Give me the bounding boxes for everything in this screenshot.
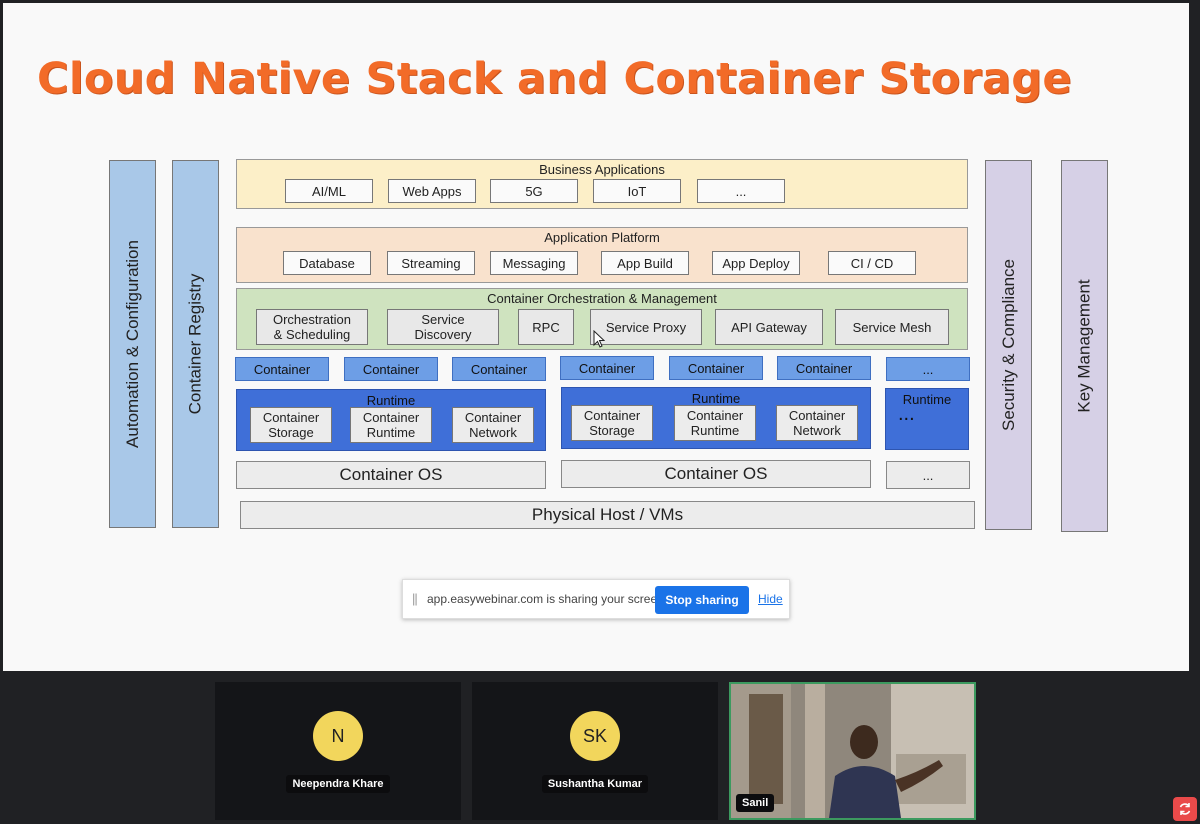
runtime-title: Runtime [902, 392, 952, 407]
platform-item: App Build [601, 251, 689, 275]
physical-host-box: Physical Host / VMs [240, 501, 975, 529]
application-platform-title: Application Platform [544, 230, 660, 245]
container-network-box: Container Network [776, 405, 858, 441]
column-registry-label: Container Registry [185, 273, 205, 415]
avatar: N [313, 711, 363, 761]
platform-item: Database [283, 251, 371, 275]
column-security-label: Security & Compliance [998, 259, 1018, 431]
platform-item: CI / CD [828, 251, 916, 275]
participant-tile[interactable]: N Neependra Khare [215, 682, 461, 820]
container-storage-box: Container Storage [571, 405, 653, 441]
orchestration-item: Service Discovery [387, 309, 499, 345]
container-storage-box: Container Storage [250, 407, 332, 443]
business-item: AI/ML [285, 179, 373, 203]
business-applications-title: Business Applications [539, 162, 665, 177]
container-box-more: ... [886, 357, 970, 381]
drag-handle-icon[interactable]: || [412, 591, 418, 606]
container-box: Container [777, 356, 871, 380]
share-message: app.easywebinar.com is sharing your scre… [427, 592, 668, 606]
platform-item: Messaging [490, 251, 578, 275]
hide-link[interactable]: Hide [758, 592, 783, 606]
container-box: Container [669, 356, 763, 380]
column-automation: Automation & Configuration [109, 160, 156, 528]
participant-tile[interactable]: SK Sushantha Kumar [472, 682, 718, 820]
orchestration-item: RPC [518, 309, 574, 345]
platform-item: Streaming [387, 251, 475, 275]
avatar: SK [570, 711, 620, 761]
refresh-icon [1179, 803, 1191, 815]
column-keys-label: Key Management [1074, 279, 1094, 413]
participant-name: Neependra Khare [286, 775, 390, 793]
shared-screen-slide: Cloud Native Stack and Container Storage… [3, 3, 1189, 671]
container-box: Container [560, 356, 654, 380]
column-registry: Container Registry [172, 160, 219, 528]
participant-video-tile[interactable]: Sanil [729, 682, 976, 820]
runtime-block-more: Runtime ... [885, 388, 969, 450]
business-item: Web Apps [388, 179, 476, 203]
screen-share-bar: || app.easywebinar.com is sharing your s… [402, 579, 790, 619]
business-item: ... [697, 179, 785, 203]
container-runtime-box: Container Runtime [674, 405, 756, 441]
container-runtime-box: Container Runtime [350, 407, 432, 443]
orchestration-item: Service Mesh [835, 309, 949, 345]
container-box: Container [452, 357, 546, 381]
runtime-title: Runtime [366, 393, 416, 408]
participant-name: Sanil [736, 794, 775, 812]
platform-item: App Deploy [712, 251, 800, 275]
orchestration-item: Service Proxy [590, 309, 702, 345]
runtime-title: Runtime [691, 391, 741, 406]
business-item: 5G [490, 179, 578, 203]
container-os-more: ... [886, 461, 970, 489]
container-box: Container [344, 357, 438, 381]
business-item: IoT [593, 179, 681, 203]
stop-sharing-button[interactable]: Stop sharing [655, 586, 749, 614]
column-key-management: Key Management [1061, 160, 1108, 532]
orchestration-item: API Gateway [715, 309, 823, 345]
container-box: Container [235, 357, 329, 381]
orchestration-title: Container Orchestration & Management [487, 291, 717, 306]
mouse-cursor-icon [593, 330, 605, 348]
container-network-box: Container Network [452, 407, 534, 443]
container-os-box: Container OS [561, 460, 871, 488]
runtime-more: ... [898, 403, 915, 425]
container-os-box: Container OS [236, 461, 546, 489]
column-security: Security & Compliance [985, 160, 1032, 530]
cloud-native-stack-diagram: Automation & Configuration Container Reg… [3, 3, 1189, 671]
sync-button[interactable] [1173, 797, 1197, 821]
slide-title: Cloud Native Stack and Container Storage [37, 54, 1072, 104]
column-automation-label: Automation & Configuration [122, 240, 142, 448]
orchestration-item: Orchestration & Scheduling [256, 309, 368, 345]
participant-name: Sushantha Kumar [541, 775, 649, 793]
